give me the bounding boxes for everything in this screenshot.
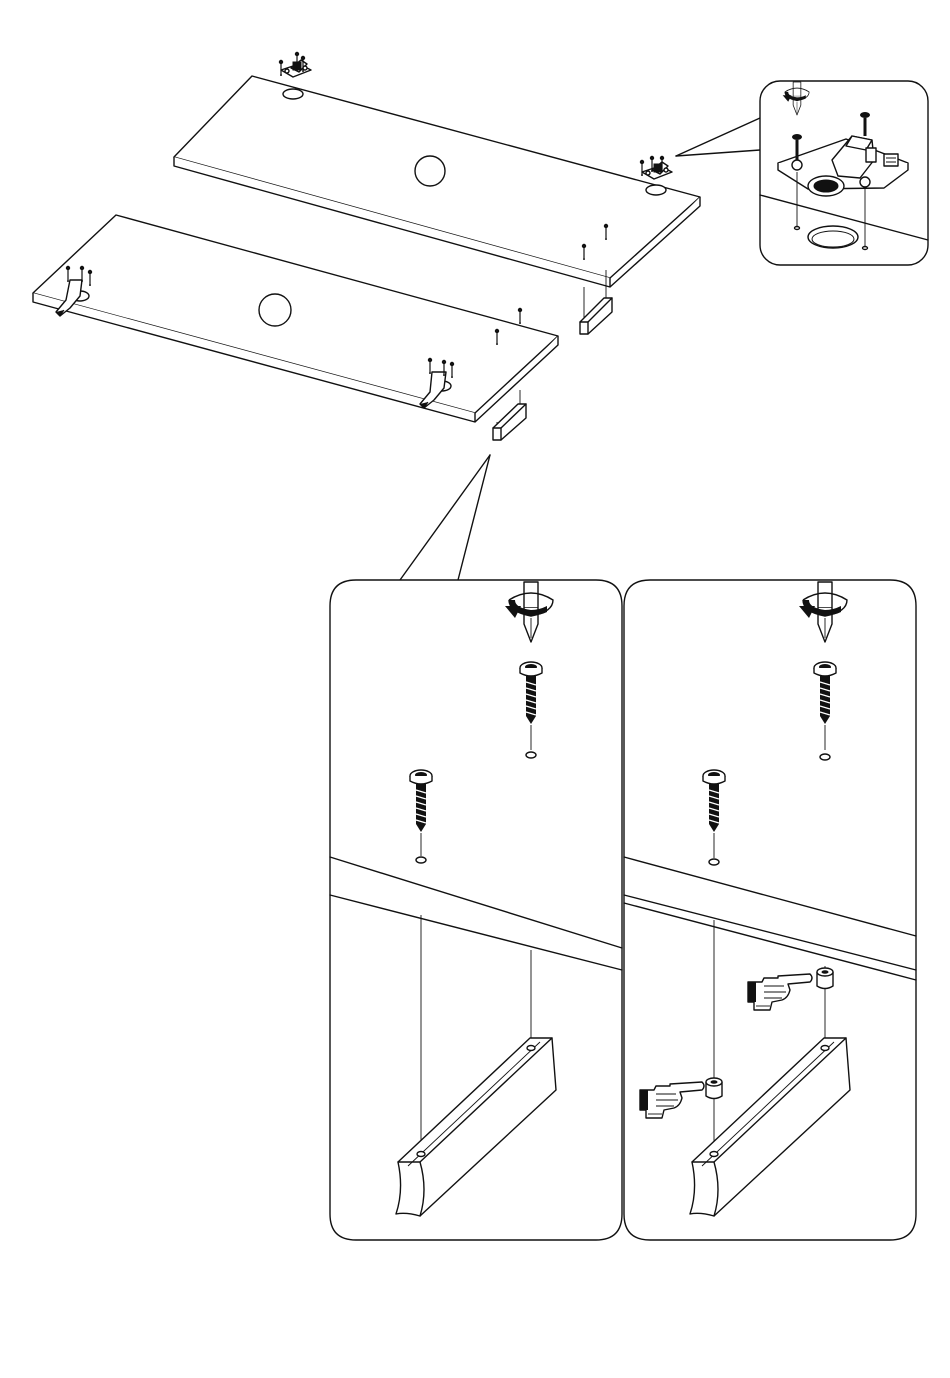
- shelf-bottom-cutout-icon: [259, 294, 291, 326]
- spacer-icon: [706, 1078, 722, 1099]
- shelf-top-cutout-icon: [415, 156, 445, 186]
- hinge-detail: [676, 81, 928, 265]
- screw-icon: [518, 308, 522, 324]
- handle-icon: [493, 404, 526, 440]
- handle-detail-without-spacers: [330, 455, 622, 1240]
- spacer-icon: [817, 968, 833, 989]
- handle-icon: [580, 298, 612, 334]
- handle-detail-with-spacers: [624, 580, 916, 1240]
